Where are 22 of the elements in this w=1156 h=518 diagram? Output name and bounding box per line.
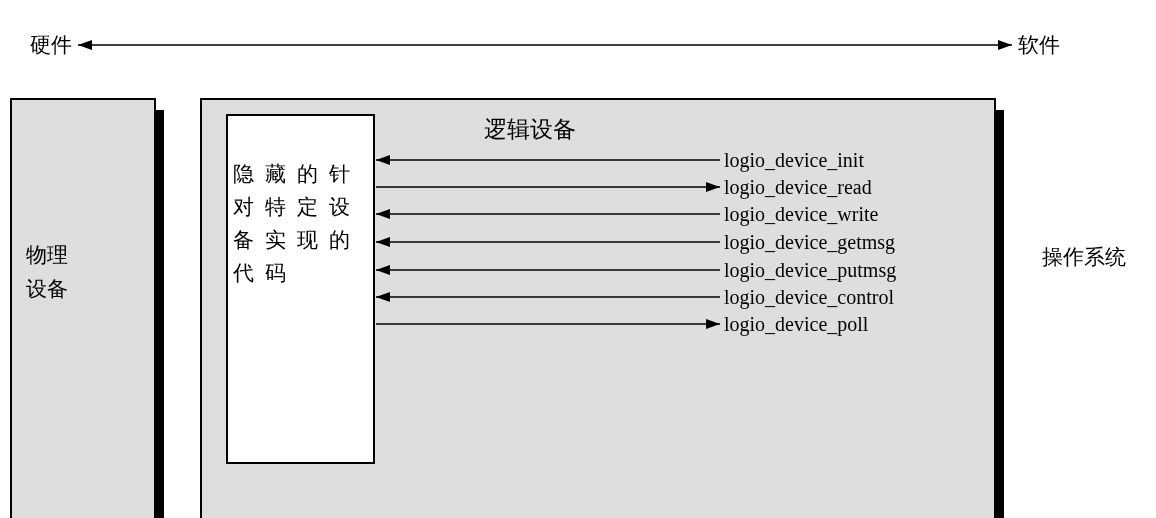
arrow — [375, 155, 721, 165]
axis-end-label: 硬件 — [30, 30, 72, 60]
function-name: logio_device_init — [724, 148, 864, 172]
function-name: logio_device_putmsg — [724, 258, 897, 282]
panel-heading: 逻辑设备 — [484, 115, 576, 144]
arrow — [375, 209, 721, 219]
panel-heading: 物理设备 — [26, 242, 69, 303]
axis-end-label: 软件 — [1018, 30, 1060, 60]
function-name: logio_device_read — [724, 175, 872, 199]
arrow — [375, 292, 721, 302]
function-name: logio_device_control — [724, 285, 894, 309]
function-name: logio_device_getmsg — [724, 230, 896, 254]
system-label: 操作系统 — [1042, 244, 1126, 271]
arrow — [375, 265, 721, 275]
code-description: 隐藏的针对特定设备实现的代码 — [233, 161, 362, 287]
arrow — [77, 40, 1013, 50]
arrow — [375, 182, 721, 192]
code-box — [226, 114, 375, 464]
arrow — [375, 319, 721, 329]
function-name: logio_device_write — [724, 202, 879, 226]
function-name: logio_device_poll — [724, 312, 869, 336]
arrow — [375, 237, 721, 247]
